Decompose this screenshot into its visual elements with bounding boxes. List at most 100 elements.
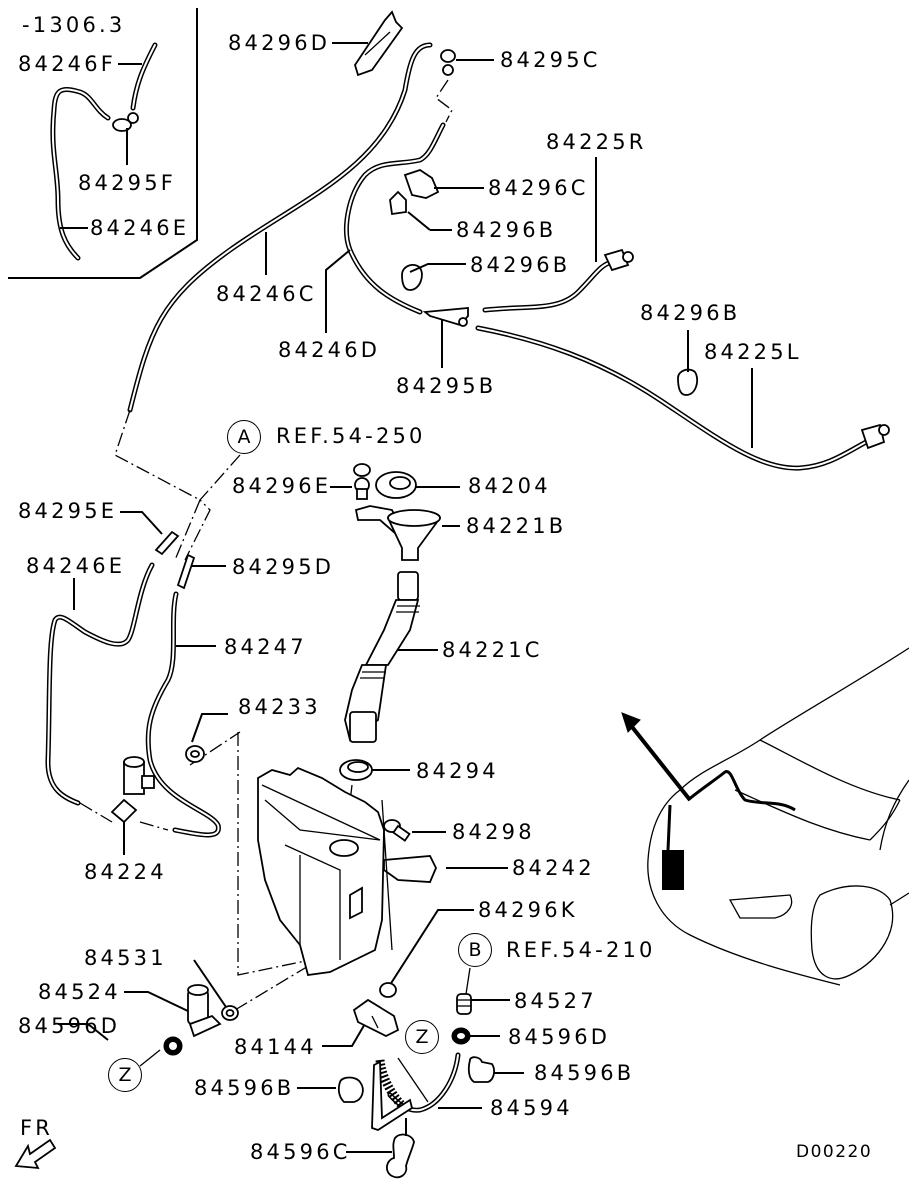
- joint-84295E: [154, 530, 180, 556]
- ref-label-b[interactable]: REF.54-210: [506, 938, 656, 962]
- part-label-84204[interactable]: 84204: [468, 474, 551, 498]
- clip-84296E: [353, 463, 371, 500]
- filler-pipe-84221C: [344, 571, 420, 743]
- check-valve-84527: [456, 993, 472, 1015]
- clip-84596B-right: [467, 1056, 495, 1083]
- drawing-id: D00220: [796, 1142, 873, 1162]
- part-label-84225L[interactable]: 84225L: [704, 340, 802, 364]
- part-label-84221C[interactable]: 84221C: [442, 638, 543, 662]
- part-label-84594[interactable]: 84594: [490, 1096, 573, 1120]
- washer-tank-84242: [257, 766, 437, 976]
- part-label-84221B[interactable]: 84221B: [466, 514, 567, 538]
- detail-marker-z-right[interactable]: Z: [405, 1020, 439, 1054]
- inset-ref-label: -1306.3: [22, 13, 126, 37]
- cap-84204: [375, 471, 417, 499]
- part-label-84144[interactable]: 84144: [234, 1035, 317, 1059]
- grommet-84233: [185, 745, 205, 763]
- joint-84295B: [422, 307, 469, 327]
- part-label-84527[interactable]: 84527: [514, 989, 597, 1013]
- joint-84295C: [440, 49, 456, 76]
- filler-neck-84221B: [354, 505, 441, 561]
- joint-84295D: [176, 553, 196, 590]
- sensor-84298: [383, 819, 411, 842]
- part-label-84296B[interactable]: 84296B: [470, 253, 571, 277]
- hose-84225R: [482, 259, 615, 313]
- part-label-84224[interactable]: 84224: [84, 860, 167, 884]
- inset-hose-84246E: [50, 86, 111, 261]
- part-label-84246D[interactable]: 84246D: [278, 338, 381, 362]
- part-label-84295B[interactable]: 84295B: [396, 374, 497, 398]
- hose-84225L: [475, 325, 873, 471]
- hose-bracket: [371, 1060, 414, 1131]
- clip-84296B-a: [389, 190, 407, 216]
- part-label-84295D[interactable]: 84295D: [232, 555, 335, 579]
- clip-84296B-c: [677, 368, 699, 396]
- part-label-84296B[interactable]: 84296B: [640, 301, 741, 325]
- part-label-84233[interactable]: 84233: [238, 695, 321, 719]
- part-label-84242[interactable]: 84242: [512, 856, 595, 880]
- corrugated-hose: [375, 1059, 409, 1112]
- part-label-84296D[interactable]: 84296D: [228, 31, 331, 55]
- ref-marker-b[interactable]: B: [458, 933, 492, 967]
- pump-84524: [187, 984, 222, 1038]
- part-label-84531[interactable]: 84531: [84, 946, 167, 970]
- part-label-84596B[interactable]: 84596B: [534, 1061, 635, 1085]
- inset-joint-84295F: [112, 112, 139, 132]
- front-arrow-icon: [14, 1138, 57, 1170]
- nozzle-right: [603, 248, 634, 272]
- tank-outline-line: [237, 732, 311, 976]
- clip-84296D: [354, 10, 404, 77]
- part-label-84296K[interactable]: 84296K: [478, 898, 578, 922]
- detail-marker-z-left[interactable]: Z: [108, 1058, 142, 1092]
- part-label-84296B[interactable]: 84296B: [456, 218, 557, 242]
- seal-84294: [339, 759, 373, 781]
- hose-84246C: [127, 42, 433, 413]
- part-label-84247[interactable]: 84247: [224, 635, 307, 659]
- part-label-84246C[interactable]: 84246C: [216, 282, 317, 306]
- grommet-84596D-right: [451, 1027, 471, 1045]
- clip-84596B-left: [337, 1076, 364, 1103]
- hose-84247: [145, 591, 221, 838]
- part-label-84295C[interactable]: 84295C: [500, 48, 601, 72]
- part-label-84295F[interactable]: 84295F: [78, 171, 177, 195]
- clip-84596C: [386, 1133, 415, 1179]
- grommet-84296K: [379, 982, 397, 998]
- leader-lines: [58, 42, 753, 1153]
- hose-84594: [387, 1052, 461, 1113]
- part-label-84296C[interactable]: 84296C: [488, 176, 589, 200]
- pump-line: [234, 964, 311, 1011]
- part-label-84295E[interactable]: 84295E: [18, 499, 118, 523]
- part-label-84298[interactable]: 84298: [452, 820, 535, 844]
- ref-b-line: [465, 967, 471, 995]
- inset-frame: [8, 8, 198, 279]
- part-label-84246F[interactable]: 84246F: [18, 52, 117, 76]
- hose-84246E: [45, 562, 155, 806]
- hose-84246D: [344, 122, 446, 315]
- clip-84296B-b: [401, 264, 423, 291]
- hose-to-pump-line-2: [139, 821, 169, 831]
- part-label-84246E[interactable]: 84246E: [26, 554, 126, 578]
- ref-label-a[interactable]: REF.54-250: [276, 424, 426, 448]
- part-label-84596D[interactable]: 84596D: [18, 1014, 121, 1038]
- clip-84296C: [403, 169, 440, 199]
- car-illustration: [621, 647, 909, 986]
- z-marker-line-left: [139, 1049, 161, 1067]
- part-label-84596D[interactable]: 84596D: [508, 1025, 611, 1049]
- ref-line-a: [114, 409, 201, 561]
- hose-to-pump-line: [79, 802, 113, 823]
- ref-marker-a[interactable]: A: [227, 420, 261, 454]
- part-label-84524[interactable]: 84524: [38, 980, 121, 1004]
- connector-84144: [352, 998, 400, 1038]
- part-label-84225R[interactable]: 84225R: [546, 130, 647, 154]
- part-label-84294[interactable]: 84294: [416, 759, 499, 783]
- part-label-84596B[interactable]: 84596B: [194, 1076, 295, 1100]
- ref-line-a2: [184, 454, 241, 561]
- nozzle-left: [860, 423, 890, 450]
- part-label-84246E-inset[interactable]: 84246E: [90, 216, 190, 240]
- pump-84224: [110, 756, 155, 824]
- part-label-84296E[interactable]: 84296E: [232, 474, 332, 498]
- grommet-84596D-left: [163, 1036, 183, 1056]
- part-label-84596C[interactable]: 84596C: [250, 1140, 351, 1164]
- z-line: [397, 1057, 429, 1103]
